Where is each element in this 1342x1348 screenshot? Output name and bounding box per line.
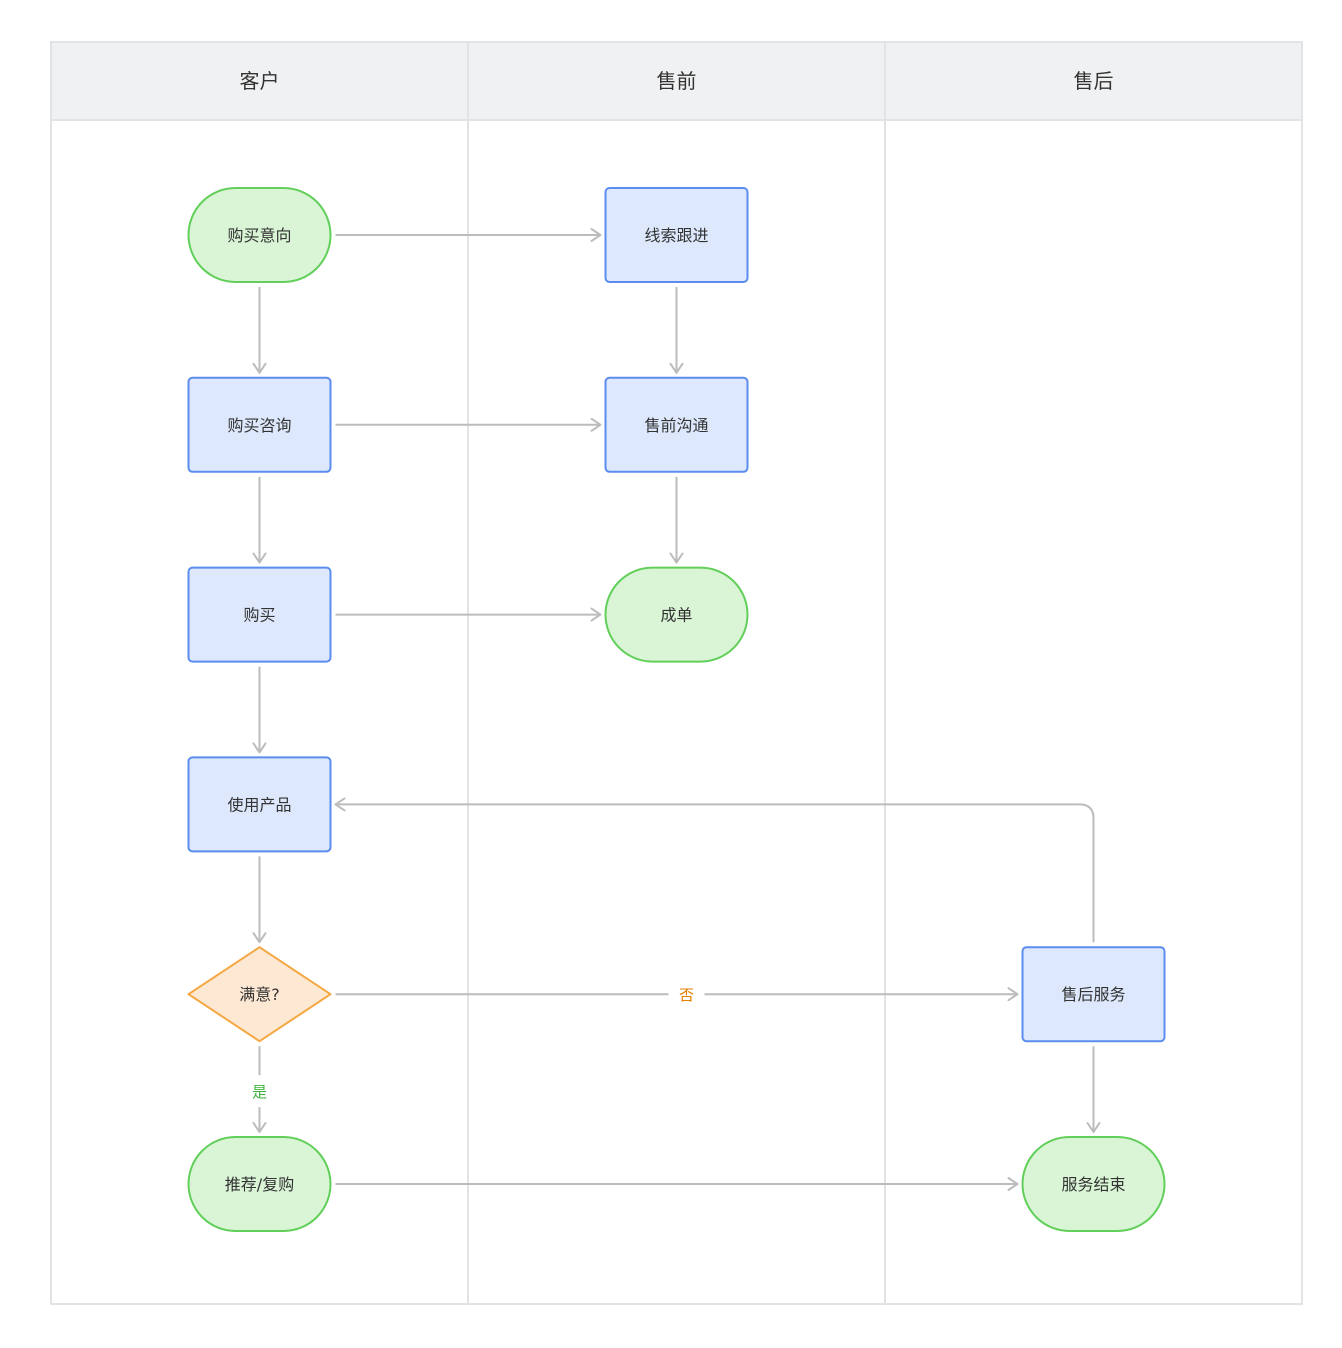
terminal-box bbox=[1021, 1136, 1166, 1232]
lane-customer: 客户 bbox=[51, 42, 468, 120]
lane-header bbox=[885, 42, 1302, 120]
diagram-frame bbox=[50, 41, 1303, 1305]
terminal-box bbox=[187, 187, 332, 283]
process-box bbox=[187, 376, 332, 473]
node-label: 售前沟通 bbox=[644, 416, 708, 435]
node-intent: 购买意向 bbox=[187, 187, 332, 283]
node-lead: 线索跟进 bbox=[604, 187, 749, 283]
node-label: 成单 bbox=[660, 606, 692, 625]
edge-label-bg bbox=[668, 981, 705, 1008]
node-buy: 购买 bbox=[187, 566, 332, 663]
node-label: 服务结束 bbox=[1061, 1175, 1125, 1194]
edge-line bbox=[334, 797, 1095, 943]
terminal-box bbox=[187, 1136, 332, 1232]
node-label: 售后服务 bbox=[1061, 985, 1125, 1004]
node-communicate: 售前沟通 bbox=[604, 376, 749, 473]
decision-diamond bbox=[187, 946, 332, 1043]
lanes-layer: 客户 售前 售后 bbox=[50, 41, 1303, 1305]
lane-title: 售后 bbox=[1074, 69, 1114, 93]
process-box bbox=[604, 376, 749, 473]
node-label: 推荐/复购 bbox=[225, 1175, 294, 1194]
node-label: 购买 bbox=[243, 606, 275, 625]
lane-title: 售前 bbox=[657, 69, 697, 93]
edge-label: 否 bbox=[679, 986, 694, 1004]
lane-presales: 售前 bbox=[468, 42, 885, 120]
process-box bbox=[604, 187, 749, 283]
edge-satisfied-to-service: 否 bbox=[335, 981, 1019, 1008]
edges-layer: 否是 bbox=[246, 228, 1101, 1191]
edge-satisfied-to-recommend: 是 bbox=[246, 1046, 273, 1133]
node-deal: 成单 bbox=[604, 566, 749, 663]
process-box bbox=[187, 566, 332, 663]
node-recommend: 推荐/复购 bbox=[187, 1136, 332, 1232]
lane-header bbox=[468, 42, 885, 120]
node-use: 使用产品 bbox=[187, 756, 332, 853]
terminal-box bbox=[604, 566, 749, 663]
lane-title: 客户 bbox=[240, 69, 280, 93]
node-service: 售后服务 bbox=[1021, 946, 1166, 1043]
lane-header bbox=[51, 42, 468, 120]
node-consult: 购买咨询 bbox=[187, 376, 332, 473]
lane-aftersales: 售后 bbox=[885, 42, 1302, 120]
node-label: 购买意向 bbox=[227, 226, 291, 245]
process-box bbox=[1021, 946, 1166, 1043]
node-service_end: 服务结束 bbox=[1021, 1136, 1166, 1232]
lane-borders bbox=[50, 41, 1303, 1305]
edge-label: 是 bbox=[252, 1083, 267, 1101]
node-label: 使用产品 bbox=[227, 795, 291, 814]
process-box bbox=[187, 756, 332, 853]
edge-label-bg bbox=[246, 1075, 273, 1108]
edge-service-to-use bbox=[334, 797, 1095, 943]
node-label: 线索跟进 bbox=[644, 226, 708, 245]
node-label: 购买咨询 bbox=[227, 416, 291, 435]
node-satisfied: 满意? bbox=[187, 946, 332, 1043]
node-label: 满意? bbox=[239, 985, 280, 1004]
